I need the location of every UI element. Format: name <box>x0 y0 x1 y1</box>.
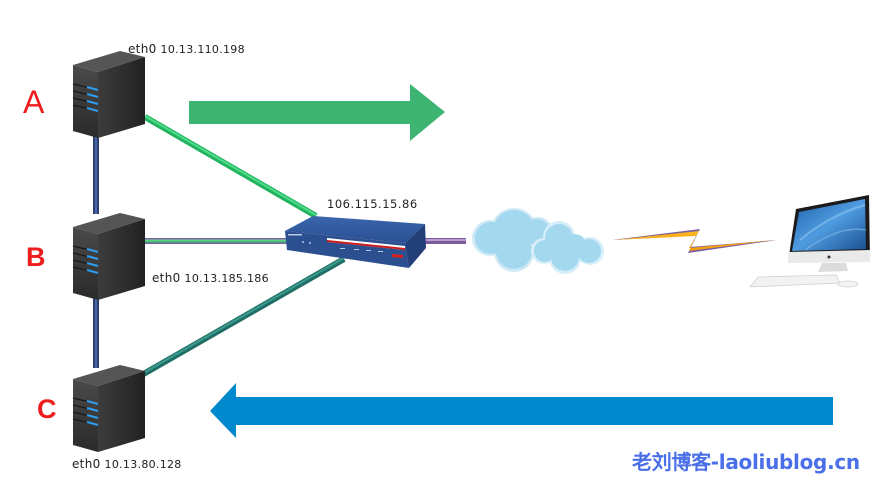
server-b-letter: B <box>26 242 46 272</box>
cloud-icon[interactable] <box>472 208 604 274</box>
outbound-traffic-arrow <box>189 84 445 141</box>
server-b-interface: eth0 <box>152 271 181 285</box>
server-c-icon[interactable] <box>72 365 145 452</box>
server-a-ip: 10.13.110.198 <box>160 43 245 56</box>
wireless-link-icon <box>612 229 777 253</box>
server-b-icon[interactable] <box>72 213 145 300</box>
server-a-icon[interactable] <box>72 51 145 138</box>
server-b-ip: 10.13.185.186 <box>184 272 269 285</box>
link-server-a-to-router <box>143 114 318 219</box>
link-router-to-cloud <box>424 238 466 244</box>
server-a-letter: A <box>23 84 45 120</box>
router-icon[interactable] <box>285 216 426 268</box>
server-a-interface: eth0 <box>128 42 157 56</box>
link-server-c-to-router <box>138 256 346 379</box>
inbound-traffic-arrow <box>210 383 833 438</box>
server-c-ip: 10.13.80.128 <box>104 458 182 471</box>
router-ip-label: 106.115.15.86 <box>327 197 418 211</box>
server-c-letter: C <box>37 394 57 424</box>
link-server-b-to-router <box>143 238 287 244</box>
watermark: 老刘博客-laoliublog.cn <box>632 450 860 474</box>
server-c-interface: eth0 <box>72 457 101 471</box>
desktop-computer-icon[interactable] <box>749 195 870 288</box>
